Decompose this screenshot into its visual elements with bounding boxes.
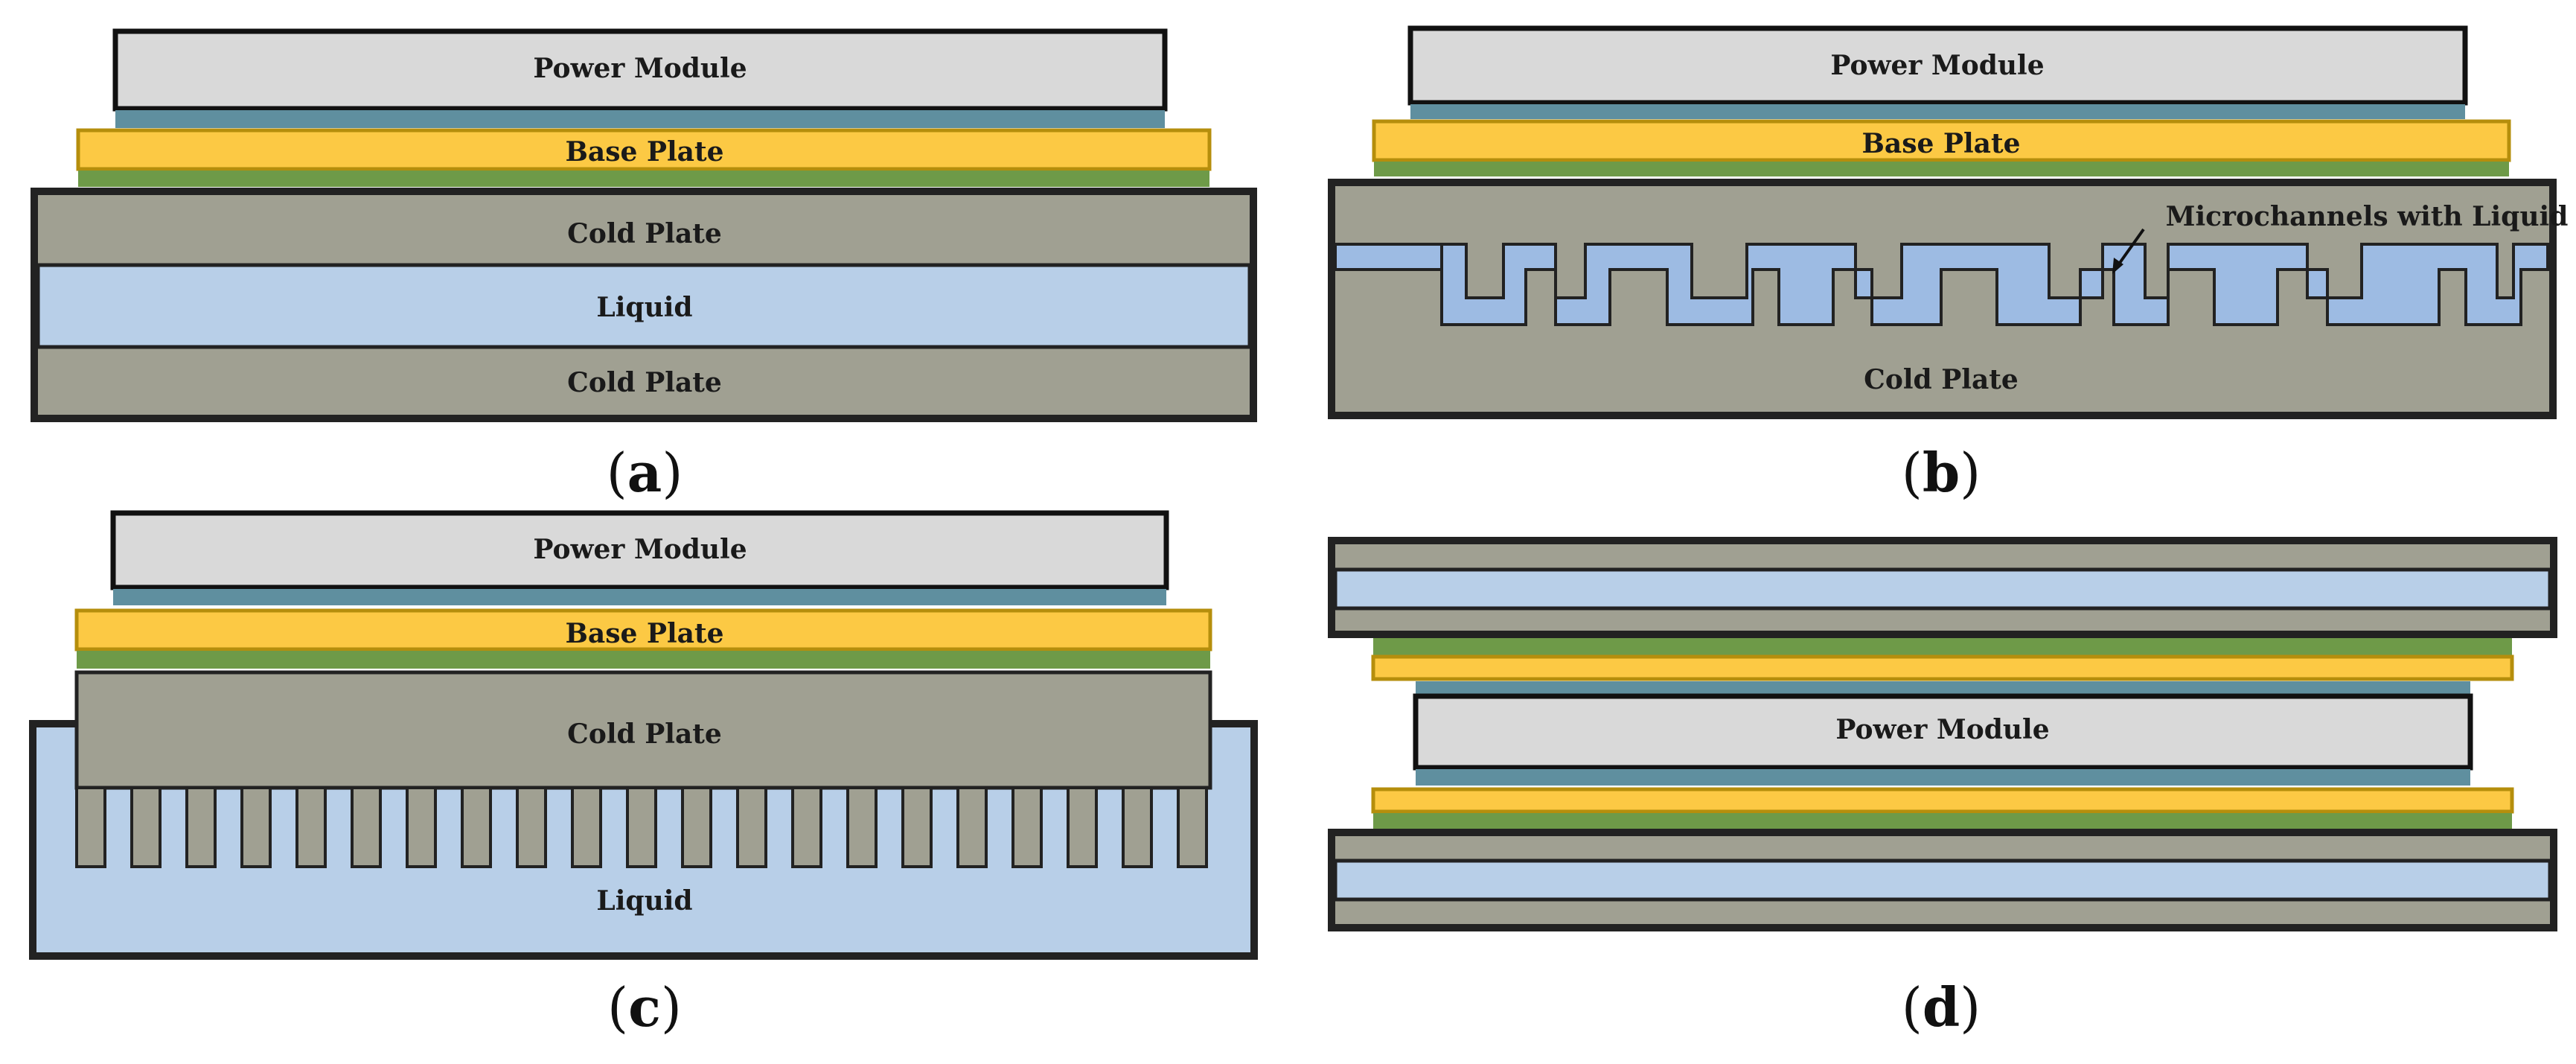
liquid-label-a: Liquid (596, 292, 692, 323)
pin-fin (1177, 786, 1208, 868)
power-module-label-c: Power Module (533, 534, 747, 565)
pin-fin (1067, 786, 1098, 868)
pin-fin (406, 786, 437, 868)
top-thermal-interface-d (1373, 638, 2512, 656)
base-plate-label-a: Base Plate (565, 136, 723, 168)
liquid-layer-a (36, 263, 1252, 349)
pin-fin (681, 786, 712, 868)
base-plate-c (74, 608, 1212, 652)
microchannels-label-b: Microchannels with Liquid (2166, 201, 2569, 232)
panel-caption-a: (a) (607, 441, 683, 504)
bottom-interface-layer-d (1416, 769, 2470, 786)
bottom-thermal-interface-d (1373, 813, 2512, 829)
base-plate-b (1372, 119, 2511, 162)
base-plate-label-c: Base Plate (565, 618, 723, 649)
pin-fin (791, 786, 822, 868)
pin-fin (1011, 786, 1043, 868)
microchannel-serpentine-b (1334, 243, 2549, 326)
microchannel-arrow-b (2115, 228, 2145, 270)
bottom-liquid-layer-d (1333, 858, 2552, 902)
pin-fin (901, 786, 933, 868)
base-plate-a (76, 128, 1212, 171)
panel-caption-c: (c) (607, 975, 682, 1039)
panel-caption-d: (d) (1902, 975, 1981, 1039)
panel-letter-d: d (1923, 975, 1960, 1039)
cold-plate-bottom-label-a: Cold Plate (567, 367, 722, 398)
pin-fin (736, 786, 767, 868)
liquid-label-c: Liquid (596, 885, 692, 917)
panel-b: Power Module Base Plate Microchannels wi… (1328, 25, 2569, 504)
panel-a: Power Module Base Plate Cold Plate Liqui… (31, 28, 1257, 504)
pin-fin (351, 786, 382, 868)
panel-letter-c: c (628, 975, 661, 1039)
interface-layer-c (113, 589, 1166, 605)
top-base-plate-d (1371, 654, 2514, 681)
pin-fins-c (75, 786, 1208, 868)
power-module-label-a: Power Module (533, 53, 747, 84)
pin-fin (1122, 786, 1153, 868)
power-module-c (110, 510, 1169, 590)
panel-letter-a: a (627, 441, 662, 504)
power-module-a (112, 28, 1168, 112)
pin-fin (626, 786, 657, 868)
interface-layer-a (115, 110, 1165, 128)
power-module-d (1413, 693, 2473, 771)
pin-fin (516, 786, 547, 868)
thermal-interface-b (1374, 162, 2509, 176)
bottom-base-plate-d (1371, 787, 2514, 814)
pin-fin (130, 786, 162, 868)
thermal-interface-c (77, 651, 1210, 669)
pin-fin (295, 786, 327, 868)
pin-fin (240, 786, 272, 868)
top-liquid-layer-d (1333, 567, 2552, 611)
panel-letter-b: b (1923, 441, 1960, 504)
pin-fin (185, 786, 217, 868)
power-module-label-b: Power Module (1830, 50, 2044, 81)
base-plate-label-b: Base Plate (1861, 128, 2020, 159)
pin-fin (75, 786, 106, 868)
pin-fin (956, 786, 988, 868)
interface-layer-b (1410, 104, 2465, 119)
pin-fin (571, 786, 602, 868)
cold-plate-top-label-a: Cold Plate (567, 218, 722, 249)
microchannel-arrowhead-b (2112, 258, 2123, 274)
cold-plate-c (74, 670, 1212, 790)
cold-plate-label-c: Cold Plate (567, 719, 722, 750)
power-module-b (1407, 25, 2468, 106)
cold-plate-label-b: Cold Plate (1864, 364, 2019, 395)
panel-caption-b: (b) (1902, 441, 1981, 504)
pin-fin (846, 786, 878, 868)
panel-d: Power Module (d) (1328, 537, 2557, 1039)
power-module-label-d: Power Module (1835, 714, 2049, 745)
thermal-interface-a (78, 171, 1209, 187)
panel-c: Power Module Base Plate Cold Plate Liqui… (29, 510, 1258, 1039)
pin-fin (461, 786, 492, 868)
